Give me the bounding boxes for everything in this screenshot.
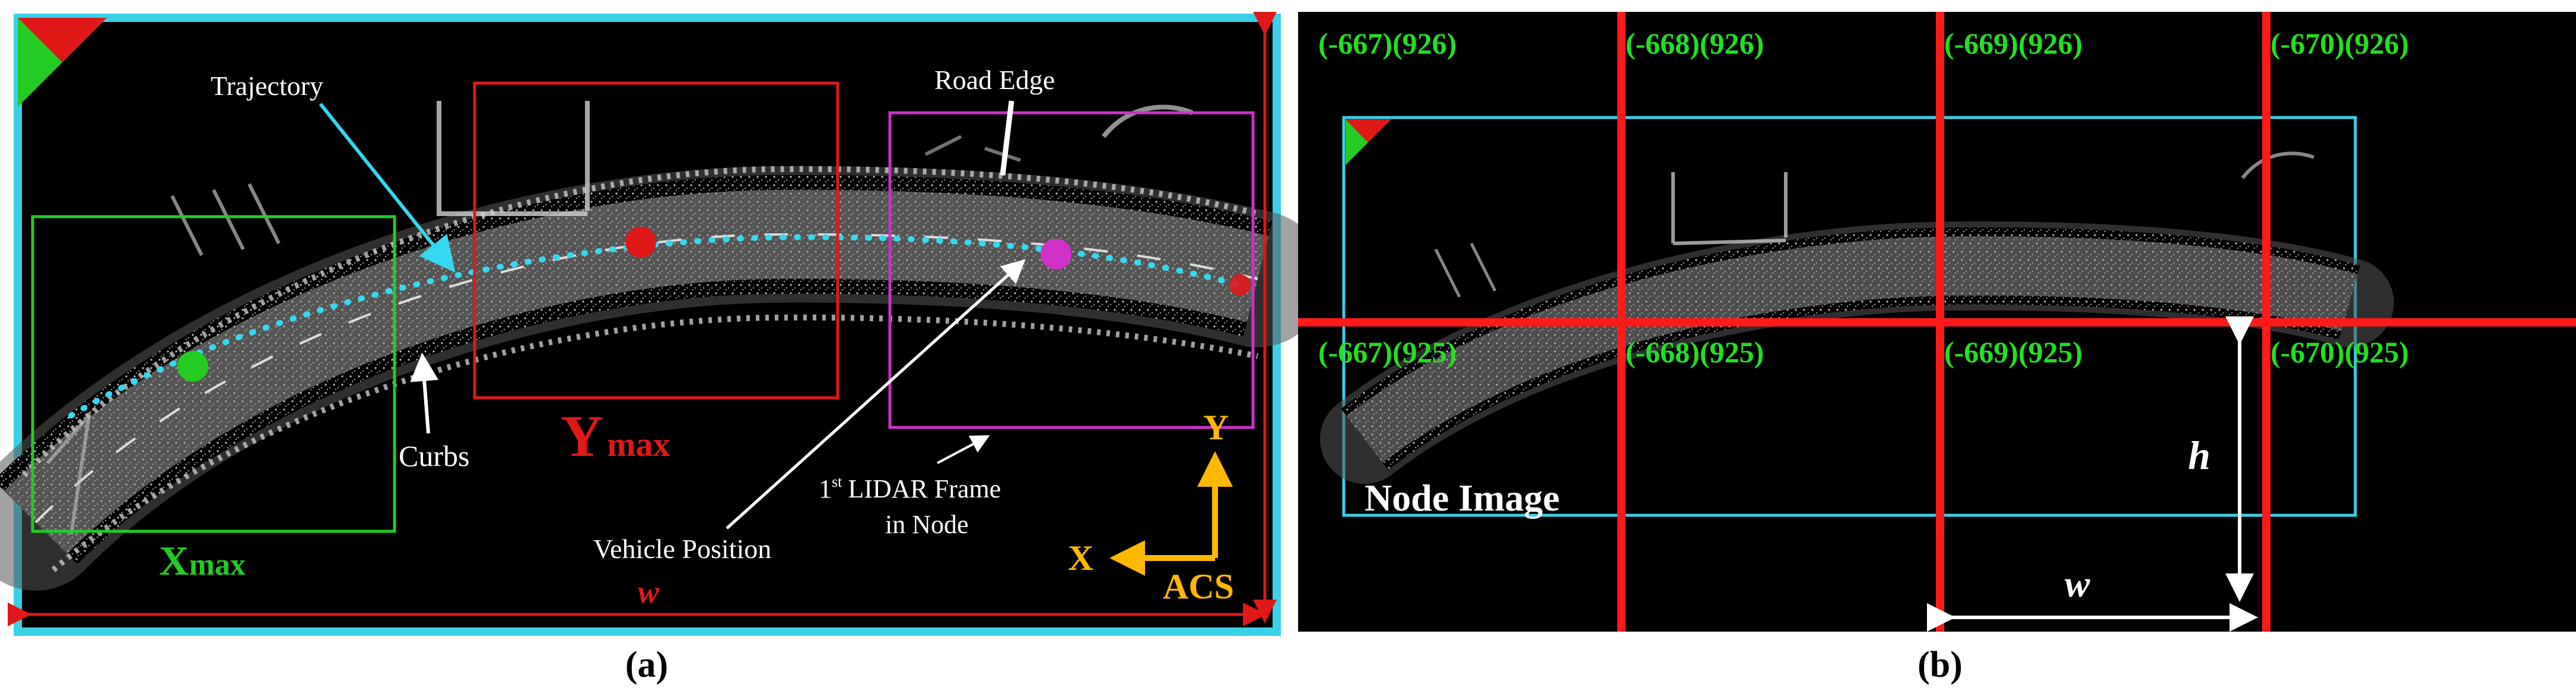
node-corner-red-triangle [1346, 119, 1391, 142]
label-w-panel-a: w [638, 574, 660, 610]
panel-b: (-667)(926) (-668)(926) (-669)(926) (-67… [1298, 12, 2576, 632]
lidar-frame-arrow [937, 435, 990, 464]
label-node-image: Node Image [1365, 477, 1560, 519]
trajectory-arrow [319, 103, 456, 273]
label-trajectory: Trajectory [211, 71, 323, 101]
grid-label-top-3: (-669)(926) [1944, 27, 2082, 60]
label-w-panel-b: w [2065, 563, 2090, 605]
grid-label-bottom-1: (-667)(925) [1318, 335, 1456, 369]
vehicle-position-arrow [726, 259, 1026, 530]
grid-label-bottom-3: (-669)(925) [1944, 335, 2082, 369]
node-road-point-cloud [1320, 151, 2394, 484]
vehicle-marker-green [177, 351, 208, 382]
acs-axes: Y X ACS [1068, 408, 1234, 606]
acs-x-label: X [1068, 538, 1093, 578]
acs-label: ACS [1163, 567, 1234, 606]
vehicle-marker-magenta [1041, 239, 1071, 270]
grid-label-bottom-4: (-670)(925) [2270, 335, 2409, 369]
label-in-node: in Node [885, 510, 969, 539]
grid-label-top-4: (-670)(926) [2270, 27, 2409, 60]
corner-red-triangle [18, 18, 107, 62]
label-h: h [2188, 433, 2211, 478]
vehicle-marker-end [1229, 274, 1251, 296]
xmax-box [31, 215, 396, 533]
vehicle-marker-red [625, 227, 656, 258]
caption-a: (a) [625, 645, 668, 685]
ymax-box [473, 81, 839, 400]
grid-label-top-2: (-668)(926) [1626, 27, 1764, 60]
grid-label-top-1: (-667)(926) [1318, 27, 1456, 60]
acs-y-label: Y [1203, 408, 1229, 447]
curbs-arrow [410, 353, 439, 434]
label-xmax: Xmax [159, 538, 246, 584]
label-road-edge: Road Edge [934, 65, 1055, 95]
road-point-cloud [0, 101, 1326, 591]
label-curbs: Curbs [399, 439, 469, 473]
caption-b: (b) [1917, 645, 1963, 685]
label-vehicle-position: Vehicle Position [593, 534, 771, 564]
grid-label-bottom-2: (-668)(925) [1626, 335, 1764, 369]
trajectory-path [68, 234, 1243, 419]
road-edge-arrow [1000, 100, 1015, 176]
